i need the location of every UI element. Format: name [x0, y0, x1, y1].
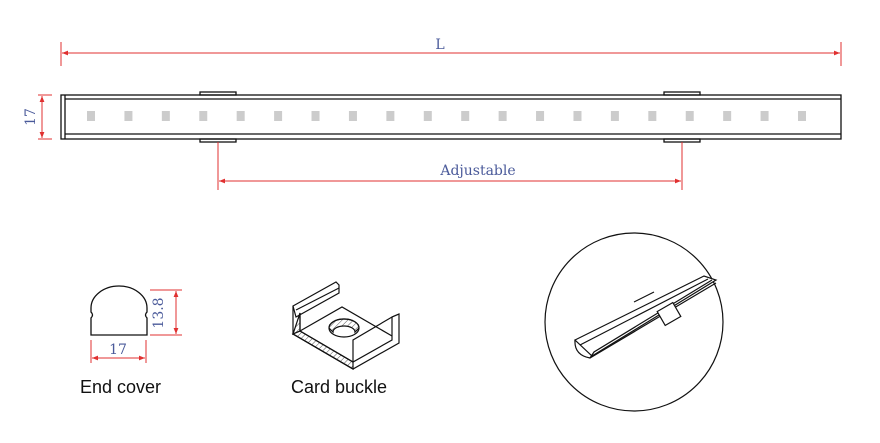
led-chip: [87, 111, 95, 121]
led-chip: [461, 111, 470, 121]
cover-width-label: 17: [109, 342, 127, 358]
led-chip: [498, 111, 507, 121]
card-buckle-caption: Card buckle: [291, 377, 388, 397]
led-chip: [723, 111, 732, 121]
led-chip: [536, 111, 545, 121]
led-chip: [610, 111, 619, 121]
end-cover-caption: End cover: [80, 377, 162, 397]
led-chip: [348, 111, 357, 121]
led-chip: [423, 111, 432, 121]
led-chip: [161, 111, 170, 121]
adjustable-label: Adjustable: [439, 163, 515, 179]
led-chip: [685, 111, 694, 121]
end-cover-drawing: 13.8 17: [90, 285, 182, 363]
height-label: 17: [23, 108, 39, 126]
led-chip: [199, 111, 208, 121]
led-row: [87, 111, 806, 121]
height-dimension: 17: [23, 94, 52, 140]
adjustable-dimension: Adjustable: [217, 142, 683, 190]
card-buckle-drawing: [291, 281, 400, 371]
led-chip: [798, 111, 806, 121]
led-chip: [274, 111, 283, 121]
led-chip: [573, 111, 582, 121]
led-chip: [236, 111, 245, 121]
length-label: L: [435, 37, 444, 53]
profile-side-view: [60, 91, 842, 143]
led-chip: [648, 111, 657, 121]
led-chip: [124, 111, 133, 121]
detail-view: [544, 232, 724, 412]
led-chip: [311, 111, 320, 121]
led-chip: [760, 111, 769, 121]
led-chip: [386, 111, 395, 121]
cover-height-label: 13.8: [151, 297, 167, 328]
length-dimension: L: [60, 37, 842, 66]
